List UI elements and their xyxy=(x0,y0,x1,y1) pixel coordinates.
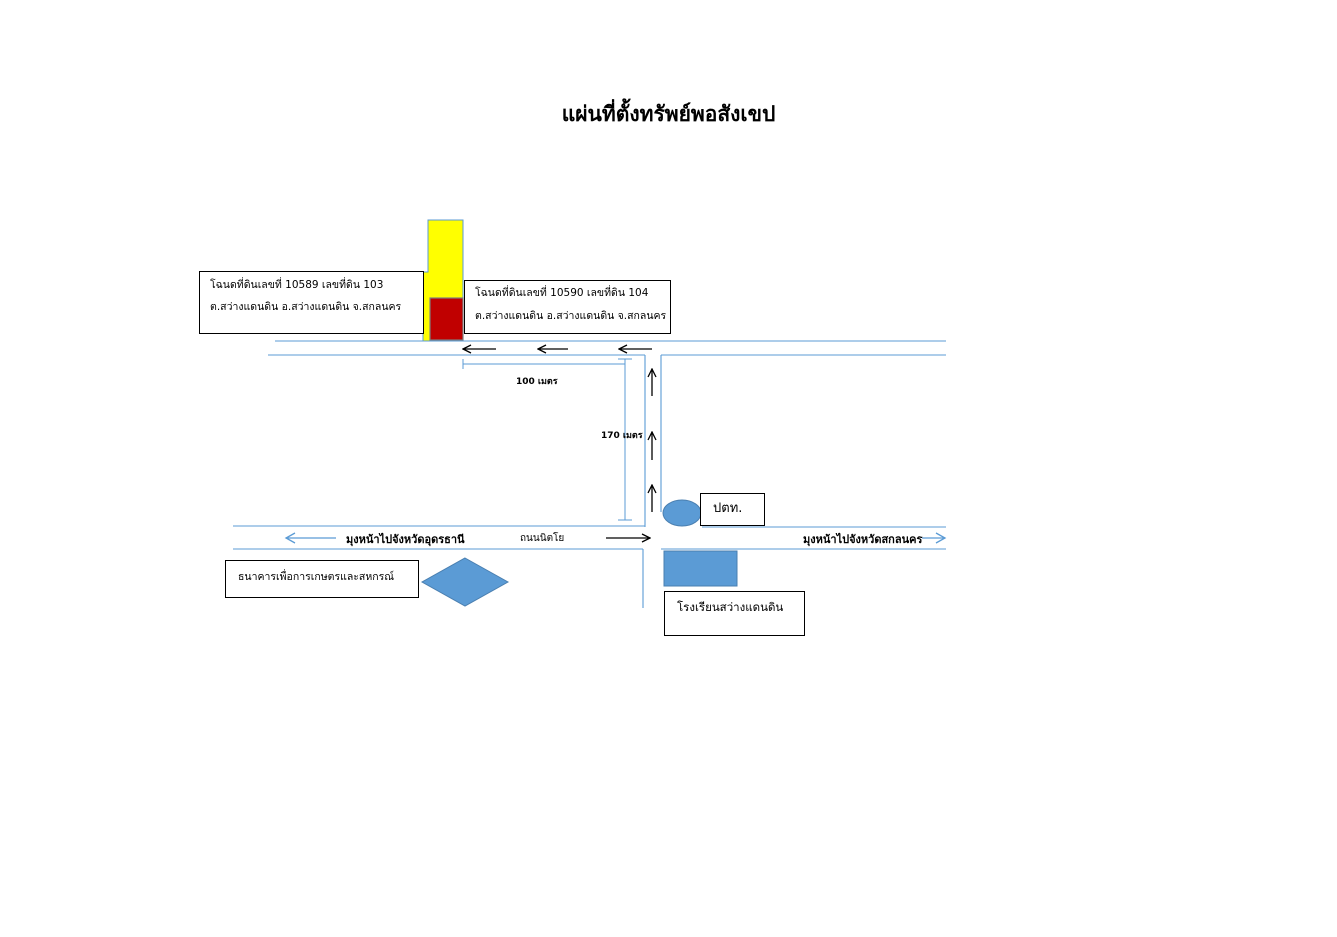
plot2-location-text: ต.สว่างแดนดิน อ.สว่างแดนดิน จ.สกลนคร xyxy=(475,310,667,322)
bank-label: ธนาคารเพื่อการเกษตรและสหกรณ์ xyxy=(238,571,394,583)
distance-vertical-label: 170 เมตร xyxy=(601,431,643,441)
bank-label-box: ธนาคารเพื่อการเกษตรและสหกรณ์ xyxy=(225,560,419,598)
school-label: โรงเรียนสว่างแดนดิน xyxy=(677,600,784,614)
bank-marker xyxy=(420,557,510,607)
distance-marker-vertical xyxy=(618,358,632,521)
plot1-deed-text: โฉนดที่ดินเลขที่ 10589 เลขที่ดิน 103 xyxy=(210,279,384,291)
direction-west-label: มุงหน้าไปจังหวัดอุดรธานี xyxy=(346,533,465,546)
distance-marker-horizontal xyxy=(462,359,625,369)
upper-road xyxy=(268,340,946,356)
post-office-marker xyxy=(662,499,702,527)
distance-horizontal-label: 100 เมตร xyxy=(516,377,558,387)
plot2-deed-text: โฉนดที่ดินเลขที่ 10590 เลขที่ดิน 104 xyxy=(475,287,649,299)
plot2-label-box: โฉนดที่ดินเลขที่ 10590 เลขที่ดิน 104 ต.ส… xyxy=(464,280,671,334)
school-marker xyxy=(663,550,738,587)
direction-east-label: มุงหน้าไปจังหวัดสกลนคร xyxy=(803,533,923,546)
plot-red xyxy=(429,297,464,341)
plot1-label-box: โฉนดที่ดินเลขที่ 10589 เลขที่ดิน 103 ต.ส… xyxy=(199,271,424,334)
map-title: แผ่นที่ตั้งทรัพย์พอสังเขป xyxy=(561,102,776,126)
road-name-label: ถนนนิตโย xyxy=(520,533,565,544)
post-office-label-box: ปตท. xyxy=(700,493,765,526)
plot1-location-text: ต.สว่างแดนดิน อ.สว่างแดนดิน จ.สกลนคร xyxy=(210,301,402,313)
school-label-box: โรงเรียนสว่างแดนดิน xyxy=(664,591,805,636)
post-office-label: ปตท. xyxy=(713,501,743,516)
main-road xyxy=(233,525,946,550)
side-road xyxy=(642,355,662,608)
